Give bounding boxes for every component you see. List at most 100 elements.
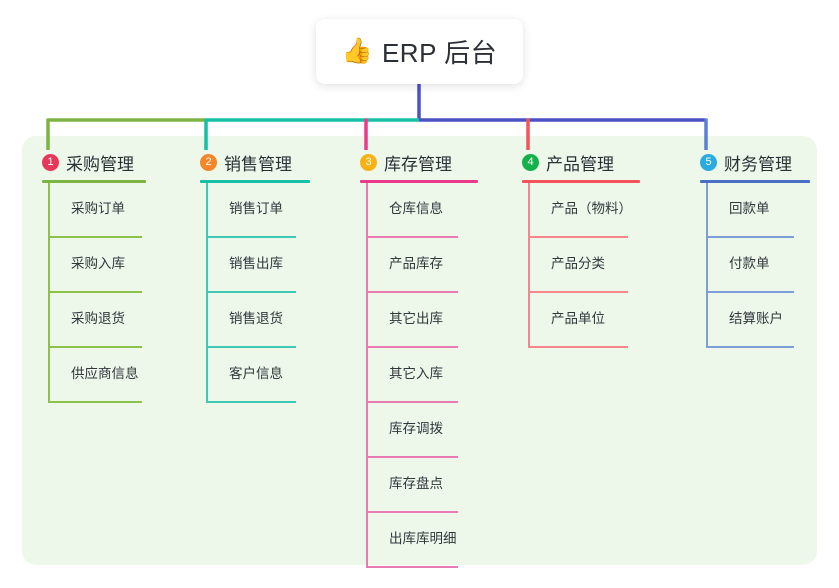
- category-title: 采购管理: [66, 154, 134, 174]
- category-item-list: 销售订单销售出库销售退货客户信息: [206, 183, 310, 403]
- item-spine: [706, 183, 708, 348]
- item-spine: [528, 183, 530, 348]
- category-item[interactable]: 结算账户: [706, 293, 810, 348]
- category-item[interactable]: 其它出库: [366, 293, 478, 348]
- category-item-label: 付款单: [729, 256, 770, 271]
- category-item[interactable]: 出库库明细: [366, 513, 478, 568]
- categories-panel: [22, 136, 817, 565]
- category-item[interactable]: 库存调拨: [366, 403, 478, 458]
- category-item[interactable]: 回款单: [706, 183, 810, 238]
- category-item[interactable]: 采购退货: [48, 293, 146, 348]
- category-item[interactable]: 库存盘点: [366, 458, 478, 513]
- category-item-list: 回款单付款单结算账户: [706, 183, 810, 348]
- category-column-4: 4 产品管理产品（物料） 产品分类产品单位: [522, 150, 640, 348]
- category-title: 销售管理: [224, 154, 292, 174]
- category-item-underline: [206, 346, 296, 348]
- category-item-label: 产品（物料）: [551, 201, 632, 216]
- category-item[interactable]: 供应商信息: [48, 348, 146, 403]
- category-item-underline: [528, 236, 628, 238]
- category-item-underline: [48, 291, 142, 293]
- category-item[interactable]: 采购入库: [48, 238, 146, 293]
- category-underline: [700, 180, 810, 183]
- category-item-underline: [206, 236, 296, 238]
- category-underline: [200, 180, 310, 183]
- root-node-title: ERP 后台: [381, 38, 498, 68]
- item-spine: [366, 183, 368, 568]
- category-item-underline: [206, 291, 296, 293]
- category-item-label: 供应商信息: [71, 366, 139, 381]
- item-spine: [206, 183, 208, 403]
- category-header-4[interactable]: 4 产品管理: [522, 150, 640, 174]
- category-item[interactable]: 产品分类: [528, 238, 640, 293]
- category-number-badge: 1: [42, 153, 59, 171]
- category-item-underline: [528, 346, 628, 348]
- category-item[interactable]: 仓库信息: [366, 183, 478, 238]
- category-item-underline: [48, 401, 142, 403]
- category-item-label: 产品分类: [551, 256, 605, 271]
- category-number-badge: 5: [700, 153, 717, 171]
- category-column-1: 1 采购管理采购订单采购入库采购退货供应商信息: [42, 150, 146, 403]
- category-item[interactable]: 其它入库: [366, 348, 478, 403]
- category-number-badge: 4: [522, 153, 539, 171]
- category-item-underline: [366, 291, 458, 293]
- category-item-label: 销售出库: [229, 256, 283, 271]
- category-column-2: 2 销售管理销售订单销售出库销售退货客户信息: [200, 150, 310, 403]
- category-header-2[interactable]: 2 销售管理: [200, 150, 310, 174]
- category-item-label: 仓库信息: [389, 201, 443, 216]
- item-spine: [48, 183, 50, 403]
- category-item-label: 结算账户: [729, 311, 783, 326]
- category-item-label: 产品单位: [551, 311, 605, 326]
- category-number-badge: 2: [200, 153, 217, 171]
- category-header-1[interactable]: 1 采购管理: [42, 150, 146, 174]
- category-title: 产品管理: [546, 154, 614, 174]
- category-item-underline: [366, 401, 458, 403]
- category-item-underline: [366, 511, 458, 513]
- category-item-label: 库存盘点: [389, 476, 443, 491]
- category-underline: [42, 180, 146, 183]
- category-item[interactable]: 产品（物料）: [528, 183, 640, 238]
- category-item-label: 出库库明细: [389, 531, 457, 546]
- category-item-label: 其它出库: [389, 311, 443, 326]
- category-item-label: 采购退货: [71, 311, 125, 326]
- category-item[interactable]: 采购订单: [48, 183, 146, 238]
- category-item-label: 销售退货: [229, 311, 283, 326]
- category-item-underline: [366, 456, 458, 458]
- category-item-underline: [206, 401, 296, 403]
- category-item-underline: [366, 236, 458, 238]
- category-item[interactable]: 销售退货: [206, 293, 310, 348]
- category-item-label: 采购订单: [71, 201, 125, 216]
- category-item[interactable]: 客户信息: [206, 348, 310, 403]
- category-item-label: 产品库存: [389, 256, 443, 271]
- category-item[interactable]: 付款单: [706, 238, 810, 293]
- category-number-badge: 3: [360, 153, 377, 171]
- category-item-underline: [706, 236, 794, 238]
- category-item-underline: [528, 291, 628, 293]
- category-underline: [522, 180, 640, 183]
- category-item-label: 客户信息: [229, 366, 283, 381]
- category-item[interactable]: 销售订单: [206, 183, 310, 238]
- category-item-label: 回款单: [729, 201, 770, 216]
- category-item-label: 采购入库: [71, 256, 125, 271]
- category-item[interactable]: 产品库存: [366, 238, 478, 293]
- category-item[interactable]: 产品单位: [528, 293, 640, 348]
- category-title: 库存管理: [384, 154, 452, 174]
- category-item-label: 销售订单: [229, 201, 283, 216]
- category-item[interactable]: 销售出库: [206, 238, 310, 293]
- category-underline: [360, 180, 478, 183]
- thumbs-up-icon: 👍: [341, 37, 373, 65]
- root-node[interactable]: 👍 ERP 后台: [316, 19, 523, 84]
- category-column-3: 3 库存管理仓库信息产品库存其它出库其它入库库存调拨库存盘点出库库明细: [360, 150, 478, 568]
- category-header-3[interactable]: 3 库存管理: [360, 150, 478, 174]
- category-item-underline: [706, 346, 794, 348]
- category-item-list: 仓库信息产品库存其它出库其它入库库存调拨库存盘点出库库明细: [366, 183, 478, 568]
- category-item-underline: [48, 236, 142, 238]
- category-item-underline: [706, 291, 794, 293]
- category-item-underline: [366, 346, 458, 348]
- category-item-list: 产品（物料） 产品分类产品单位: [528, 183, 640, 348]
- category-item-label: 其它入库: [389, 366, 443, 381]
- category-item-list: 采购订单采购入库采购退货供应商信息: [48, 183, 146, 403]
